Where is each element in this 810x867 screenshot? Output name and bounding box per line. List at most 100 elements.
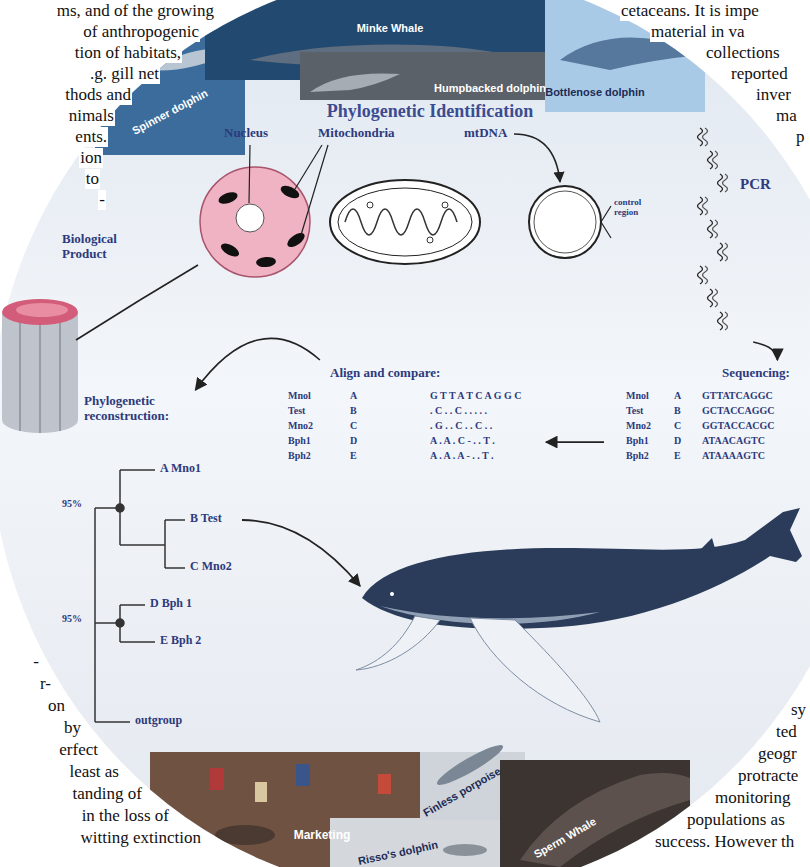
dna-strand: [718, 243, 723, 261]
article-text: least as: [68, 762, 120, 782]
table-cell: C: [350, 420, 357, 432]
humpback-whale-part: [362, 508, 802, 629]
humpback-whale-part: [470, 618, 600, 722]
tree-leaf-label: D Bph 1: [150, 597, 192, 611]
pcr-strands: PCR: [680, 120, 802, 342]
article-text: witting extinction: [80, 828, 202, 848]
sequence-table: Sequencing:MnolAGTTATCAGGCTestBGCTACCAGG…: [604, 360, 808, 474]
flow-connector: [196, 338, 320, 390]
humpback-whale-part: [356, 616, 440, 670]
tree-leaf-label: outgroup: [135, 714, 182, 728]
node-label: Mitochondria: [318, 126, 395, 141]
article-text: .g. gill net: [89, 64, 160, 84]
mtdna-drawing-part: [534, 191, 596, 253]
dna-strand: [703, 197, 708, 215]
humpback-whale-part: [390, 592, 394, 596]
humpback-whale-part: [700, 538, 716, 552]
table-cell: C: [674, 420, 681, 432]
table-cell: B: [350, 405, 357, 417]
phylogenetic-tree-part: [165, 567, 185, 569]
flow-connector: [753, 342, 777, 360]
phylogenetic-tree-part: [165, 519, 185, 521]
bootstrap-value: 95%: [62, 613, 82, 625]
article-text: geogr: [757, 744, 798, 764]
article-text: by: [63, 718, 82, 738]
article-text: r-: [39, 674, 52, 694]
dna-strand: [713, 151, 718, 169]
table-cell: Mno2: [626, 420, 651, 432]
photo-rim-part: [560, 38, 700, 71]
mtdna-drawing-part: [529, 186, 601, 258]
dna-strand: [708, 151, 713, 169]
table-cell: B: [674, 405, 681, 417]
product-cylinder-drawing-part: [16, 303, 68, 317]
article-text: ted: [775, 722, 798, 742]
table-cell: . G . . C . . C . .: [430, 420, 492, 432]
article-text: on: [47, 696, 66, 716]
photo-caption: Minke Whale: [357, 22, 424, 35]
phylogenetic-tree-part: [94, 508, 96, 722]
product-cylinder-drawing-part: [59, 322, 61, 431]
article-text: -: [32, 652, 40, 672]
article-text: tanding of: [72, 784, 143, 804]
dna-strand: [703, 266, 708, 284]
table-cell: A: [674, 390, 681, 402]
mitochondrion-drawing-part: [442, 202, 448, 208]
tree-heading: Phylogenetic reconstruction:: [80, 390, 234, 436]
node-label: Sequencing:: [722, 366, 790, 381]
dna-strand: [718, 312, 723, 330]
photo-rim-part: [300, 52, 545, 100]
cell-drawing-part: [219, 241, 241, 260]
table-cell: GGTACCACGC: [702, 420, 775, 432]
phylogenetic-tree-part: [116, 504, 124, 512]
phylogenetic-tree-part: [120, 544, 165, 546]
article-text: -: [98, 190, 106, 210]
pcr-strands-drawing: [698, 128, 728, 330]
photo-rim-part: [330, 818, 500, 867]
table-cell: A . A . A - . . T .: [430, 450, 494, 462]
table-cell: GCTACCAGGC: [702, 405, 775, 417]
cell-drawing-part: [236, 204, 264, 232]
flow-connector: [140, 265, 198, 300]
mtdna-circle: mtDNAcontrol region: [456, 124, 656, 266]
article-text: nimals: [68, 106, 115, 126]
article-text: erfect: [58, 740, 99, 760]
mtdna-drawing-part: [601, 206, 611, 238]
photo-rim-part: [255, 782, 267, 802]
dna-strand: [713, 220, 718, 238]
phylogenetic-tree-part: [120, 604, 145, 606]
mitochondrion-drawing-part: [330, 180, 480, 264]
article-text: ion: [79, 148, 103, 168]
photo-rim-part: [520, 773, 690, 867]
table-cell: G T T A T C A G G C: [430, 390, 521, 402]
phylogenetic-tree-part: [120, 641, 155, 643]
dna-strand: [723, 174, 728, 192]
table-cell: D: [674, 435, 681, 447]
table-cell: Test: [626, 405, 643, 417]
table-cell: Bph2: [626, 450, 649, 462]
article-text: ma: [775, 106, 798, 126]
cell-circle: Nucleus: [198, 124, 312, 292]
tree-leaf-label: E Bph 2: [160, 634, 201, 648]
cell-drawing-part: [200, 167, 310, 277]
humpback-whale: [356, 508, 802, 722]
table-cell: A . A . C - . . T .: [430, 435, 495, 447]
mitochondrion: Mitochondria: [314, 124, 486, 274]
phylogenetic-tree-part: [164, 520, 166, 568]
photo-caption: Risso's dolphin: [357, 838, 439, 867]
article-text: thods and: [64, 85, 132, 105]
mitochondrion-drawing-part: [427, 237, 433, 243]
product-cylinder-drawing-part: [39, 325, 41, 433]
table-cell: D: [350, 435, 357, 447]
tree-leaf-label: C Mno2: [190, 560, 232, 574]
article-text: ms, and of the growing: [56, 1, 215, 21]
diagram-title: Phylogenetic Identification: [327, 101, 533, 122]
table-cell: Bph2: [288, 450, 311, 462]
phylogenetic-tree: [95, 470, 360, 722]
dna-strand: [703, 128, 708, 146]
phylogenetic-tree-part: [120, 469, 155, 471]
mtdna-drawing-part: [514, 134, 560, 182]
